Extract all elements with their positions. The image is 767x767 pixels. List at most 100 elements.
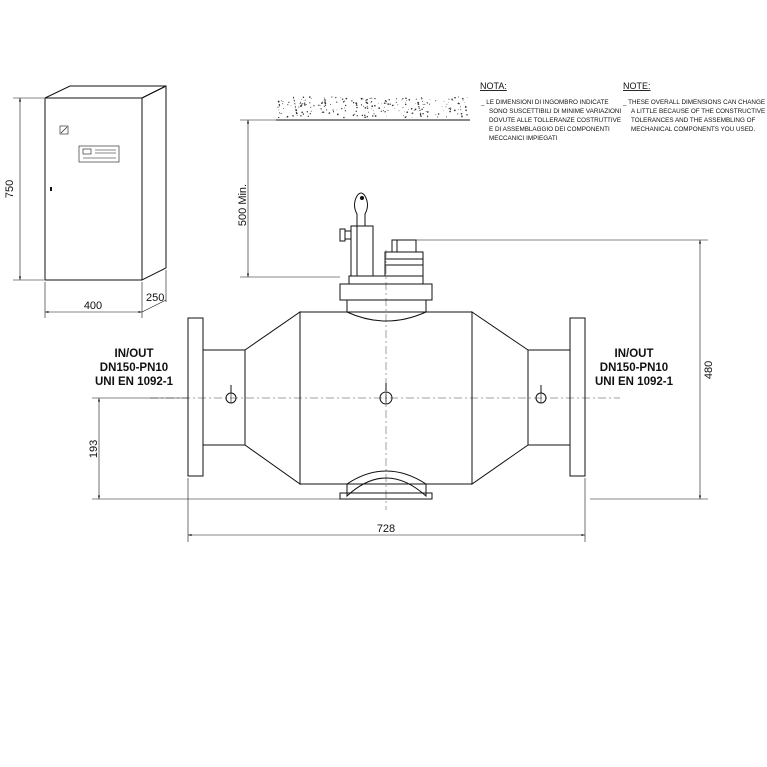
note-italian: NOTA: _ LE DIMENSIONI DI INGOMBRO INDICA… [480,81,621,142]
hatch-dot [422,103,424,105]
hatch-dot [309,102,311,104]
hatch-dot [344,110,347,112]
hatch-dot [309,96,311,98]
hatch-dot [277,100,280,103]
left-pipe [202,349,246,446]
hatch-dot [452,100,454,101]
hatch-dot [419,109,421,112]
hatch-dot [344,107,345,109]
hatch-dot [462,97,464,100]
hatch-dot [408,109,409,110]
hatch-dot [281,100,282,102]
hatch-dot [398,110,400,112]
hatch-dot [405,97,407,100]
device-length-label: 728 [377,523,395,535]
left-flange [187,317,204,477]
hatch-dot [369,98,371,99]
hatch-dot [294,102,296,104]
note-it-line: MECCANICI IMPIEGATI [489,135,558,142]
hatch-dot [403,106,404,108]
note-it-line: DOVUTE ALLE TOLLERANZE COSTRUTTIVE [489,117,621,124]
hatch-dot [366,102,369,104]
hatch-dot [394,107,396,109]
hatch-dot [294,107,296,109]
outlet-line-3: UNI EN 1092-1 [595,376,674,388]
hatch-dot [292,96,295,99]
hatch-dot [301,99,302,100]
hatch-dot [343,116,345,119]
hatch-dot [383,102,386,104]
hatch-dot [410,112,412,114]
hatch-dot [414,108,417,111]
control-panel [78,145,120,163]
right-flange [569,317,586,477]
clearance-label: 500 Min. [237,184,249,226]
hatch-dot [371,105,374,107]
note-en-line: A LITTLE BECAUSE OF THE CONSTRUCTIVE [631,108,765,115]
hatch-dot [450,107,452,109]
hatch-dot [391,104,394,107]
hatch-dot [466,114,468,116]
axis-height-label: 193 [88,440,100,458]
hatch-dot [460,112,463,115]
note-it-line: E DI ASSEMBLAGGIO DEI COMPONENTI [489,126,610,133]
hatch-dot [429,99,431,101]
control-cabinet: 750 400 250 [4,85,167,318]
hatch-dot [445,116,448,118]
hatch-dot [366,105,368,107]
hatch-dot [371,97,373,99]
device-height-label: 480 [703,361,715,379]
hatch-dot [387,103,390,105]
hatch-dot [448,107,450,110]
hatch-dot [445,106,447,108]
hatch-dot [364,116,366,119]
hatch-dot [449,109,452,111]
hatch-dot [356,115,358,117]
hatch-dot [421,98,423,100]
top-neck [346,300,427,322]
hatch-dot [323,105,325,107]
hatch-dot [324,99,326,101]
hatch-dot [360,104,363,106]
gauge-assembly [384,239,424,277]
hatch-dot [458,96,459,98]
hatch-dot [352,114,355,117]
hatch-dot [355,110,357,112]
hatch-dot [307,115,309,117]
hatch-dot [443,101,445,102]
hatch-dot [366,107,369,109]
hatch-dot [380,110,382,112]
hatch-dot [461,115,463,117]
hatch-dot [318,104,320,107]
hatch-dot [402,107,404,109]
hatch-dot [420,96,422,99]
hatch-dot [310,106,312,108]
hatch-dot [393,104,395,106]
hatch-dot [298,106,300,108]
hatch-dot [424,103,426,105]
hatch-dot [356,106,358,109]
hatch-dot [341,108,343,110]
hatch-dot [294,105,296,107]
hatch-dot [384,106,385,108]
hatch-dot [301,111,304,114]
hatch-dot [426,115,429,117]
hatch-dot [421,100,424,102]
hatch-dot [302,96,305,99]
hatch-dot [324,99,327,101]
hatch-dot [288,101,290,103]
hatch-dot [342,101,345,103]
hatch-dot [372,109,374,111]
drain-valve-right [535,385,547,404]
hatch-dot [460,105,461,107]
hatch-dot [360,97,363,100]
hatch-dot [420,115,422,117]
hatch-dot [367,111,369,113]
hatch-dot [366,98,368,101]
hatch-dot [405,102,407,104]
cabinet-height-label: 750 [4,180,16,198]
hatch-dot [449,107,451,109]
hatch-dot [451,98,453,101]
hatch-dot [435,114,437,116]
hatch-dot [421,108,423,110]
